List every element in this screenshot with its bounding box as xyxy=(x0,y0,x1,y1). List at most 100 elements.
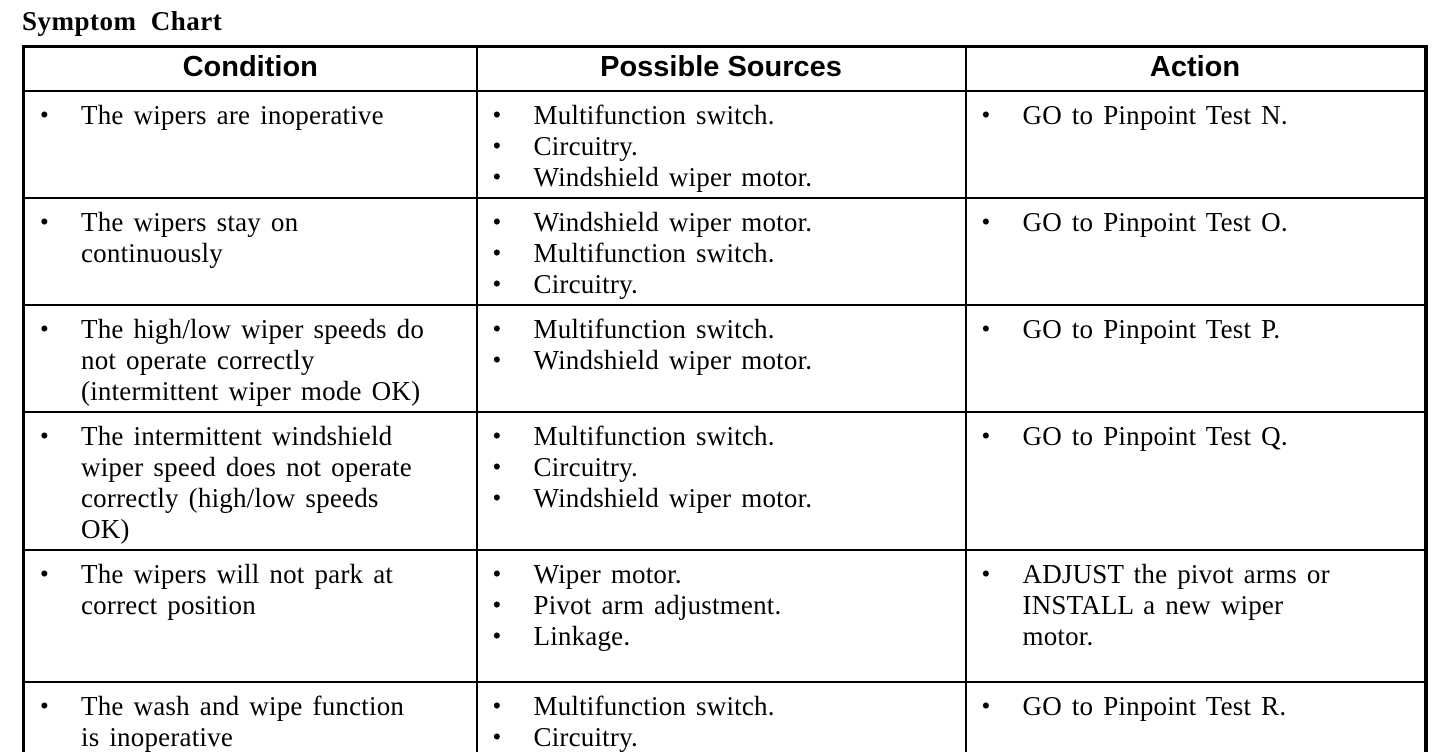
action-cell: • GO to Pinpoint Test R. xyxy=(964,680,1427,752)
bullet-icon: • xyxy=(492,453,502,481)
condition-cell: • The wash and wipe function is inoperat… xyxy=(22,680,478,752)
action-text: GO to Pinpoint Test Q. xyxy=(1022,420,1288,451)
source-text: Wiper motor. xyxy=(533,558,682,589)
source-text: Windshield wiper motor. xyxy=(533,482,813,513)
source-text: Multifunction switch. xyxy=(533,313,775,344)
list-item: • Circuitry. xyxy=(492,269,957,300)
bullet-icon: • xyxy=(492,239,502,267)
list-item: • Wiper motor. xyxy=(492,559,957,590)
condition-text: The wipers will not park at correct posi… xyxy=(81,558,394,620)
bullet-icon: • xyxy=(981,692,991,720)
action-text: ADJUST the pivot arms or INSTALL a new w… xyxy=(1022,558,1330,651)
sources-cell: • Multifunction switch. • Circuitry. xyxy=(475,680,967,752)
list-item: • Circuitry. xyxy=(492,722,957,752)
bullet-icon: • xyxy=(492,484,502,512)
source-text: Linkage. xyxy=(533,620,631,651)
list-item: • Pivot arm adjustment. xyxy=(492,590,957,621)
action-cell: • ADJUST the pivot arms or INSTALL a new… xyxy=(964,548,1427,683)
list-item: • GO to Pinpoint Test P. xyxy=(981,314,1416,345)
condition-cell: • The wipers will not park at correct po… xyxy=(22,548,478,683)
bullet-icon: • xyxy=(492,591,502,619)
source-text: Multifunction switch. xyxy=(533,237,775,268)
source-text: Multifunction switch. xyxy=(533,99,775,130)
source-text: Circuitry. xyxy=(533,721,638,752)
list-item: • GO to Pinpoint Test Q. xyxy=(981,421,1416,452)
condition-cell: • The intermittent windshield wiper spee… xyxy=(22,410,478,551)
bullet-icon: • xyxy=(981,208,991,236)
list-item: • Multifunction switch. xyxy=(492,691,957,722)
bullet-icon: • xyxy=(492,723,502,751)
list-item: • Linkage. xyxy=(492,621,957,652)
source-text: Circuitry. xyxy=(533,130,638,161)
table-header-row: Condition Possible Sources Action xyxy=(22,45,1427,92)
col-header-condition: Condition xyxy=(22,45,478,92)
action-cell: • GO to Pinpoint Test N. xyxy=(964,89,1427,199)
sources-cell: • Windshield wiper motor. • Multifunctio… xyxy=(475,196,967,306)
bullet-icon: • xyxy=(981,560,991,588)
list-item: • Multifunction switch. xyxy=(492,238,957,269)
condition-text: The wash and wipe function is inoperativ… xyxy=(81,690,405,752)
source-text: Windshield wiper motor. xyxy=(533,344,813,375)
source-text: Pivot arm adjustment. xyxy=(533,589,782,620)
table-row: • The wipers are inoperative • Multifunc… xyxy=(22,89,1427,199)
page-title: Symptom Chart xyxy=(22,6,223,36)
source-text: Windshield wiper motor. xyxy=(533,161,813,192)
source-text: Circuitry. xyxy=(533,451,638,482)
bullet-icon: • xyxy=(40,692,49,720)
table-row: • The wash and wipe function is inoperat… xyxy=(22,680,1427,752)
list-item: • Windshield wiper motor. xyxy=(492,162,957,193)
condition-text: The wipers stay on continuously xyxy=(81,206,299,268)
table-row: • The wipers will not park at correct po… xyxy=(22,548,1427,683)
list-item: • The high/low wiper speeds do not opera… xyxy=(39,314,468,407)
source-text: Circuitry. xyxy=(533,268,638,299)
bullet-icon: • xyxy=(492,132,502,160)
bullet-icon: • xyxy=(492,560,502,588)
sources-cell: • Wiper motor. • Pivot arm adjustment. •… xyxy=(475,548,967,683)
source-text: Multifunction switch. xyxy=(533,420,775,451)
condition-cell: • The high/low wiper speeds do not opera… xyxy=(22,303,478,413)
source-text: Multifunction switch. xyxy=(533,690,775,721)
bullet-icon: • xyxy=(981,422,991,450)
list-item: • The wipers will not park at correct po… xyxy=(39,559,468,621)
action-text: GO to Pinpoint Test O. xyxy=(1022,206,1288,237)
list-item: • The wipers are inoperative xyxy=(39,100,468,131)
table-row: • The wipers stay on continuously • Wind… xyxy=(22,196,1427,306)
bullet-icon: • xyxy=(492,346,502,374)
symptom-table: Condition Possible Sources Action • The … xyxy=(22,45,1428,752)
list-item: • Circuitry. xyxy=(492,452,957,483)
list-item: • GO to Pinpoint Test R. xyxy=(981,691,1416,722)
bullet-icon: • xyxy=(492,208,502,236)
condition-text: The high/low wiper speeds do not operate… xyxy=(81,313,425,406)
col-header-possible-sources: Possible Sources xyxy=(475,45,967,92)
sources-cell: • Multifunction switch. • Windshield wip… xyxy=(475,303,967,413)
bullet-icon: • xyxy=(492,163,502,191)
bullet-icon: • xyxy=(492,692,502,720)
table-row: • The high/low wiper speeds do not opera… xyxy=(22,303,1427,413)
list-item: • Windshield wiper motor. xyxy=(492,345,957,376)
bullet-icon: • xyxy=(492,101,502,129)
list-item: • The wipers stay on continuously xyxy=(39,207,468,269)
action-text: GO to Pinpoint Test N. xyxy=(1022,99,1288,130)
action-cell: • GO to Pinpoint Test P. xyxy=(964,303,1427,413)
action-text: GO to Pinpoint Test P. xyxy=(1022,313,1281,344)
bullet-icon: • xyxy=(492,422,502,450)
list-item: • The wash and wipe function is inoperat… xyxy=(39,691,468,752)
condition-text: The wipers are inoperative xyxy=(81,99,384,130)
bullet-icon: • xyxy=(492,270,502,298)
list-item: • Windshield wiper motor. xyxy=(492,207,957,238)
condition-cell: • The wipers are inoperative xyxy=(22,89,478,199)
bullet-icon: • xyxy=(40,422,49,450)
sources-cell: • Multifunction switch. • Circuitry. • W… xyxy=(475,410,967,551)
condition-text: The intermittent windshield wiper speed … xyxy=(81,420,412,544)
bullet-icon: • xyxy=(981,315,991,343)
list-item: • ADJUST the pivot arms or INSTALL a new… xyxy=(981,559,1416,652)
list-item: • The intermittent windshield wiper spee… xyxy=(39,421,468,545)
list-item: • GO to Pinpoint Test O. xyxy=(981,207,1416,238)
list-item: • Circuitry. xyxy=(492,131,957,162)
action-cell: • GO to Pinpoint Test O. xyxy=(964,196,1427,306)
bullet-icon: • xyxy=(492,622,502,650)
bullet-icon: • xyxy=(40,208,49,236)
list-item: • Multifunction switch. xyxy=(492,100,957,131)
list-item: • GO to Pinpoint Test N. xyxy=(981,100,1416,131)
